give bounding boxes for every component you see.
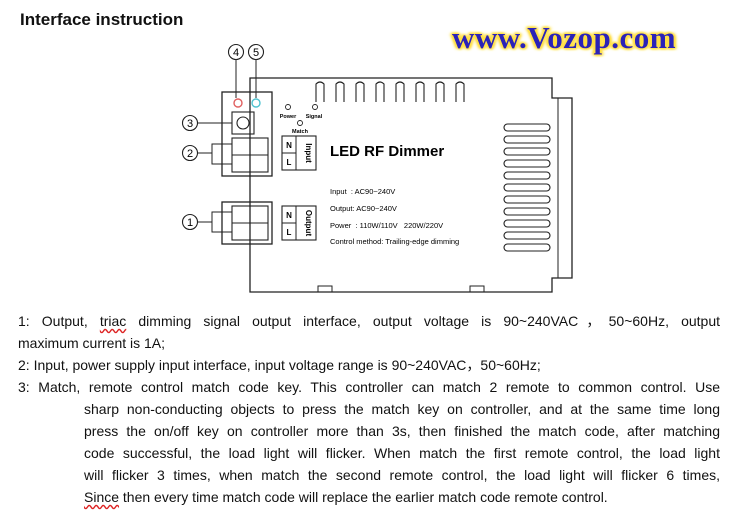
indicator-signal-label: Signal	[306, 114, 323, 120]
svg-text:4: 4	[233, 47, 239, 59]
callout-4: 4	[227, 43, 245, 61]
output-terminal-n: N	[286, 211, 292, 220]
side-vents	[503, 123, 551, 252]
input-module	[221, 91, 273, 177]
callout-3: 3	[181, 114, 199, 132]
spec-line-2: Output: AC90~240V	[330, 204, 397, 213]
indicator-power-label: Power	[280, 114, 297, 120]
heading: Interface instruction	[20, 10, 184, 29]
indicator-match-label: Match	[292, 129, 309, 135]
desc-item3-line6: Since then every time match code will re…	[84, 489, 608, 505]
led-red	[233, 98, 243, 108]
dimmer-diagram: N L Input N L Output Power Signal Match …	[181, 43, 573, 293]
match-key-button	[231, 111, 255, 135]
callout-2: 2	[181, 144, 199, 162]
top-vents	[315, 81, 465, 102]
input-label: Input	[304, 143, 313, 163]
watermark: www.Vozop.com	[452, 20, 677, 55]
spec-line-1: Input : AC90~240V	[330, 187, 395, 196]
device-title: LED RF Dimmer	[330, 143, 444, 160]
callout-5: 5	[247, 43, 265, 61]
output-label: Output	[304, 210, 313, 237]
svg-text:3: 3	[187, 118, 193, 130]
input-terminal-n: N	[286, 141, 292, 150]
output-terminal-l: L	[287, 228, 292, 237]
led-cyan	[251, 98, 261, 108]
spec-line-4: Control method: Trailing-edge dimming	[330, 237, 459, 246]
desc-item2: 2: Input, power supply input interface, …	[18, 357, 541, 373]
desc-item3-line5: will flicker 3 times, when match the sec…	[84, 467, 720, 483]
desc-item3-line2: sharp non-conducting objects to press th…	[84, 401, 720, 417]
svg-text:5: 5	[253, 47, 259, 59]
desc-item1-line2: maximum current is 1A;	[18, 335, 166, 351]
desc-item3-line3: press the on/off key on controller more …	[84, 423, 720, 439]
desc-item3-line1: 3: Match, remote control match code key.…	[18, 379, 720, 395]
desc-item3-line4: code successful, the load light will fli…	[84, 445, 720, 461]
svg-text:2: 2	[187, 148, 193, 160]
desc-item1-line1: 1: Output, triac dimming signal output i…	[18, 313, 721, 329]
input-terminal-l: L	[287, 158, 292, 167]
enclosure-outline	[249, 77, 573, 293]
spec-line-3: Power : 110W/110V 220W/220V	[330, 221, 443, 230]
svg-text:1: 1	[187, 217, 193, 229]
callout-1: 1	[181, 213, 199, 231]
